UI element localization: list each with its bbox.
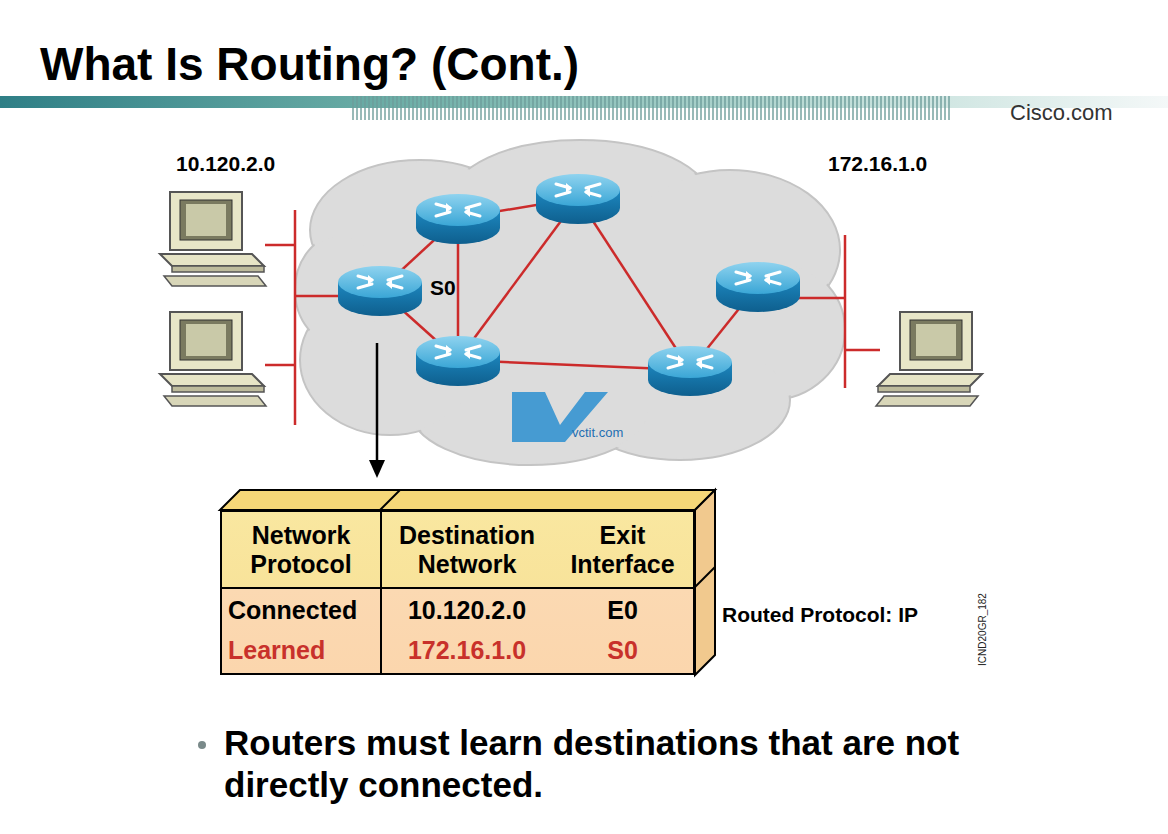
table-rule — [222, 587, 693, 589]
bullet-text: Routers must learn destinations that are… — [224, 722, 1024, 806]
figure-code: ICND20GR_182 — [977, 593, 988, 666]
network-address: 172.16.1.0 — [828, 152, 927, 176]
site-name: Cisco.com — [1010, 100, 1113, 126]
column-header: Network Protocol — [222, 521, 380, 579]
interface-name: S0 — [430, 276, 456, 300]
table-cell: E0 — [552, 596, 693, 625]
table-cell: S0 — [552, 636, 693, 665]
table-rule — [380, 512, 382, 673]
table-cell: 172.16.1.0 — [382, 636, 552, 665]
table-cell: Learned — [228, 636, 378, 665]
routing-table: Network ProtocolDestination NetworkExit … — [220, 510, 695, 675]
slide-title: What Is Routing? (Cont.) — [40, 36, 579, 92]
table-cell: Connected — [228, 596, 378, 625]
protocol-note: Routed Protocol: IP — [722, 603, 918, 627]
table-cell: 10.120.2.0 — [382, 596, 552, 625]
network-address: 10.120.2.0 — [176, 152, 275, 176]
watermark: vctit.com — [572, 425, 623, 440]
column-header: Exit Interface — [552, 521, 693, 579]
column-header: Destination Network — [382, 521, 552, 579]
